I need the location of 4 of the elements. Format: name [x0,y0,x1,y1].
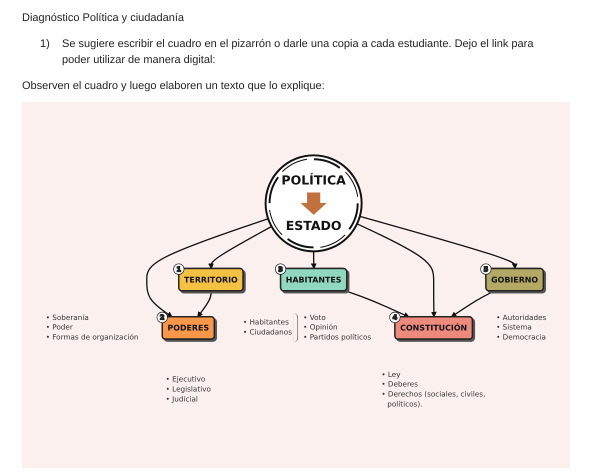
instruction-text: Se sugiere escribir el cuadro en el pizarrón o darle una copia a cada estudiante. Dejo el link para poder utilizar de manera digital: [62,37,534,68]
title: Diagnóstico Política y ciudadanía [22,11,184,26]
list-number: 1) [40,37,50,52]
instruction-text: Observen el cuadro y luego elaboren un texto que lo explique: [22,79,325,94]
